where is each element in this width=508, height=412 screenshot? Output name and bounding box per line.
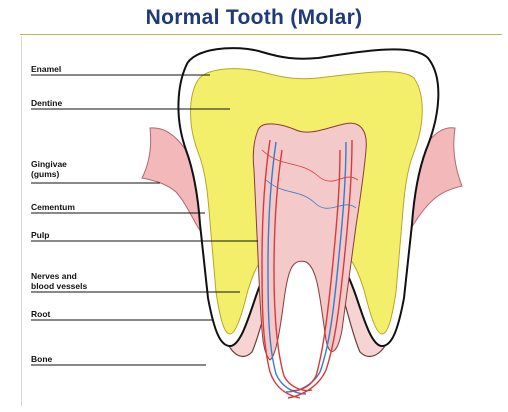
label-gingivae: Gingivae xyxy=(31,159,67,169)
label-enamel: Enamel xyxy=(31,64,61,74)
label-cementum: Cementum xyxy=(31,202,75,212)
label-gums: (gums) xyxy=(31,169,59,179)
label-root: Root xyxy=(31,309,50,319)
pulp-chamber xyxy=(253,123,366,360)
label-dentine: Dentine xyxy=(31,98,62,108)
label-blood-vessels: blood vessels xyxy=(31,281,87,291)
label-bone: Bone xyxy=(31,354,52,364)
label-pulp: Pulp xyxy=(31,230,49,240)
label-nerves: Nerves and xyxy=(31,271,77,281)
